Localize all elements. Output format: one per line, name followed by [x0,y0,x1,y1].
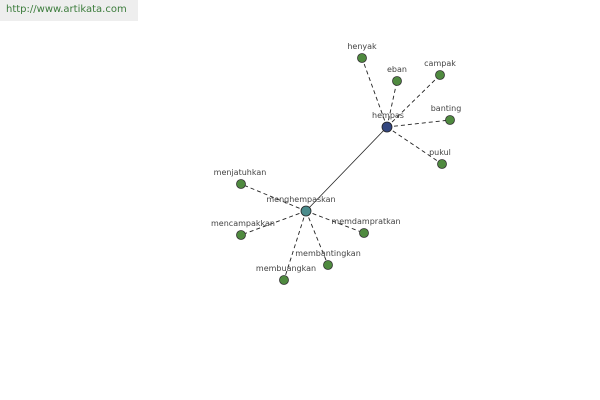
node-banting[interactable] [445,115,455,125]
node-mencampakkan[interactable] [236,230,246,240]
node-campak[interactable] [435,70,445,80]
edge-hempas-pukul [386,126,443,165]
label-mencampakkan: mencampakkan [211,219,275,228]
edge-menghempaskan-mencampakkan [240,210,307,236]
edge-menghempaskan-membantingkan [305,210,329,266]
edge-hempas-banting [386,119,451,128]
edge-menghempaskan-hempas [305,126,388,212]
node-membantingkan[interactable] [323,260,333,270]
label-banting: banting [431,104,462,113]
node-menjatuhkan[interactable] [236,179,246,189]
label-pukul: pukul [429,148,451,157]
node-menghempaskan[interactable] [300,205,312,217]
label-menghempaskan: menghempaskan [266,195,335,204]
edge-menghempaskan-membuangkan [283,210,307,281]
edge-menghempaskan-memdampratkan [305,210,365,234]
node-henyak[interactable] [357,53,367,63]
edge-hempas-campak [386,74,441,128]
label-menjatuhkan: menjatuhkan [214,168,267,177]
node-membuangkan[interactable] [279,275,289,285]
node-eban[interactable] [392,76,402,86]
edge-hempas-henyak [361,57,388,128]
node-memdampratkan[interactable] [359,228,369,238]
node-pukul[interactable] [437,159,447,169]
label-henyak: henyak [347,42,377,51]
label-eban: eban [387,65,407,74]
label-memdampratkan: memdampratkan [331,217,400,226]
label-hempas: hempas [372,111,404,120]
label-membuangkan: membuangkan [256,264,316,273]
source-link[interactable]: http://www.artikata.com [0,0,138,21]
edge-hempas-eban [386,80,398,128]
node-hempas[interactable] [381,121,393,133]
label-membantingkan: membantingkan [295,249,361,258]
edge-menghempaskan-menjatuhkan [240,183,307,212]
label-campak: campak [424,59,456,68]
